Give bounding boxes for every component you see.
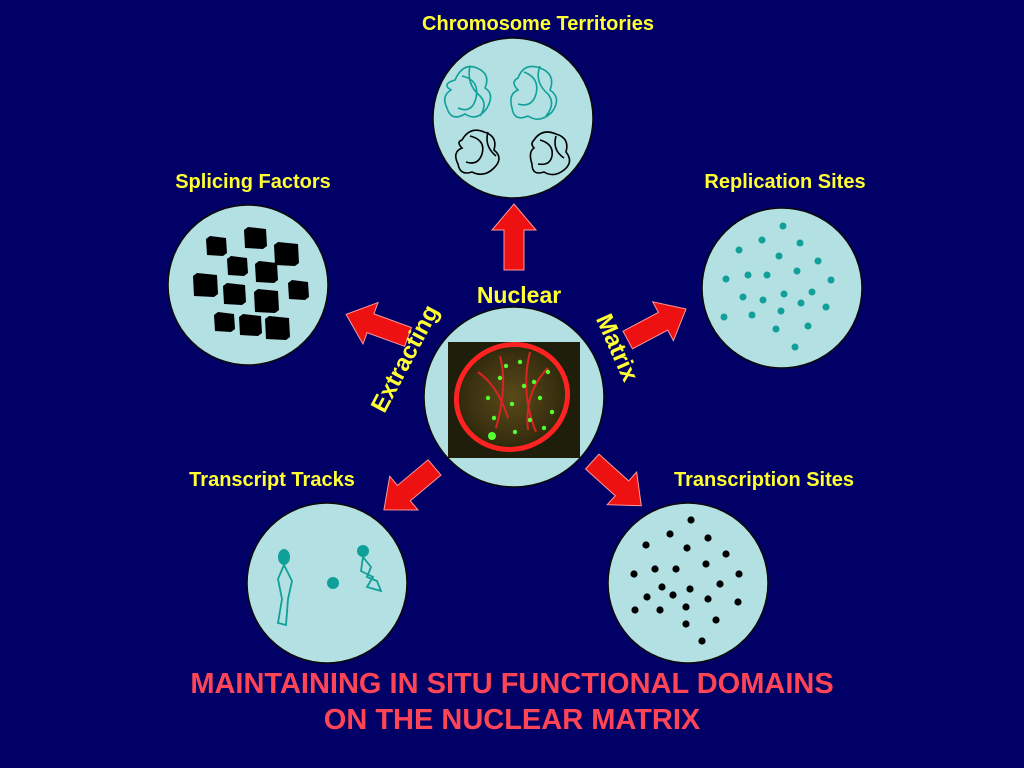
micrograph-focus [527, 417, 533, 423]
micrograph-focus [503, 363, 509, 369]
transcript-tracks-icon [276, 545, 383, 627]
splicing-speckle [288, 280, 309, 300]
transcription-dot [682, 620, 690, 628]
replication-dot [814, 257, 822, 265]
splicing-speckle [223, 283, 246, 305]
splicing-speckle [239, 314, 262, 336]
transcription-dot [698, 637, 706, 645]
transcription-dot [658, 583, 666, 591]
replication-sites-circle [701, 207, 863, 369]
replication-dot [822, 303, 830, 311]
splicing-speckle [227, 256, 248, 276]
title-line-2: ON THE NUCLEAR MATRIX [323, 704, 701, 736]
arrow-to-replication-sites [622, 301, 687, 350]
chromosome-territories-icon [443, 65, 571, 176]
replication-dot [797, 299, 805, 307]
transcription-dot [704, 534, 712, 542]
replication-dot [722, 275, 730, 283]
micrograph-focus [531, 379, 537, 385]
replication-dot [775, 252, 783, 260]
slide-title: MAINTAINING IN SITU FUNCTIONAL DOMAINS O… [0, 666, 1024, 738]
replication-dot [735, 246, 743, 254]
replication-dot [758, 236, 766, 244]
transcription-dot [666, 530, 674, 538]
micrograph-focus [491, 415, 497, 421]
micrograph-focus [541, 425, 547, 431]
micrograph-focus [545, 369, 551, 375]
transcription-dot [704, 595, 712, 603]
splicing-speckle [274, 242, 299, 266]
label-chromosome-territories: Chromosome Territories [422, 13, 654, 35]
label-transcript-tracks: Transcript Tracks [189, 469, 355, 491]
replication-sites-icon [720, 222, 835, 351]
replication-dot [808, 288, 816, 296]
replication-dot [827, 276, 835, 284]
label-nuclear: Nuclear [476, 282, 562, 308]
replication-dot [796, 239, 804, 247]
label-replication-sites: Replication Sites [704, 171, 866, 193]
splicing-speckle [244, 227, 267, 249]
nuclear-matrix-micrograph-icon [448, 342, 580, 458]
replication-dot [763, 271, 771, 279]
transcription-dot [734, 598, 742, 606]
replication-dot [744, 271, 752, 279]
splicing-speckle [254, 289, 279, 313]
replication-dot [777, 307, 785, 315]
replication-dot [793, 267, 801, 275]
transcription-dot [702, 560, 710, 568]
replication-dot [791, 343, 799, 351]
arrow-to-chromosome-territories [490, 203, 538, 271]
label-splicing-factors: Splicing Factors [175, 171, 331, 193]
replication-dot [780, 290, 788, 298]
title-line-1: MAINTAINING IN SITU FUNCTIONAL DOMAINS [190, 668, 834, 700]
arrow-to-transcription-sites [584, 453, 642, 507]
transcription-dot [630, 570, 638, 578]
splicing-speckle [214, 312, 235, 332]
splicing-speckle [265, 316, 290, 340]
transcription-dot [669, 591, 677, 599]
label-transcription-sites: Transcription Sites [673, 469, 855, 491]
micrograph-focus [521, 383, 527, 389]
transcription-sites-circle [607, 502, 769, 664]
replication-dot [748, 311, 756, 319]
transcription-dot [643, 593, 651, 601]
replication-dot [779, 222, 787, 230]
transcription-sites-icon [630, 516, 743, 645]
replication-dot [739, 293, 747, 301]
transcription-dot [687, 516, 695, 524]
transcription-dot [651, 565, 659, 573]
chromosome-territories-circle [432, 37, 594, 199]
splicing-speckle [193, 273, 218, 297]
micrograph-focus [517, 359, 523, 365]
splicing-factors-icon [193, 227, 309, 340]
replication-dot [720, 313, 728, 321]
micrograph-focus [537, 395, 543, 401]
transcription-dot [722, 550, 730, 558]
transcription-dot [642, 541, 650, 549]
splicing-speckle [255, 261, 278, 283]
micrograph-focus [497, 375, 503, 381]
arrow-to-splicing-factors [345, 301, 413, 347]
micrograph-focus [509, 401, 515, 407]
arrow-to-transcript-tracks [383, 459, 442, 511]
transcription-dot [683, 544, 691, 552]
splicing-speckle [206, 236, 227, 256]
micrograph-focus [512, 429, 518, 435]
transcription-dot [735, 570, 743, 578]
transcription-dot [631, 606, 639, 614]
micrograph-focus [549, 409, 555, 415]
micrograph-focus [488, 432, 496, 440]
replication-dot [804, 322, 812, 330]
transcription-dot [716, 580, 724, 588]
transcription-dot [682, 603, 690, 611]
replication-dot [759, 296, 767, 304]
transcription-dot [656, 606, 664, 614]
micrograph-focus [485, 395, 491, 401]
transcription-dot [672, 565, 680, 573]
transcription-dot [686, 585, 694, 593]
replication-dot [772, 325, 780, 333]
transcription-dot [712, 616, 720, 624]
